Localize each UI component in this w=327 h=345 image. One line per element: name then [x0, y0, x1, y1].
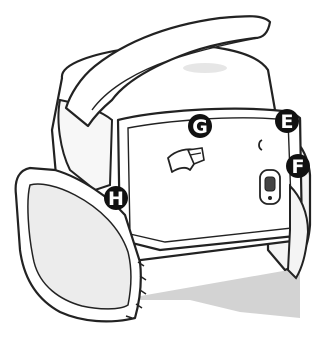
callout-f: F — [286, 154, 310, 178]
callout-e-label: E — [281, 111, 294, 133]
callout-f-label: F — [292, 156, 305, 178]
callout-g-label: G — [192, 116, 208, 138]
callout-g: G — [188, 114, 212, 138]
callout-h: H — [104, 186, 128, 210]
callout-e: E — [275, 109, 299, 133]
power-switch — [260, 170, 280, 204]
dome-highlight — [183, 63, 227, 73]
callout-h-label: H — [108, 188, 124, 210]
